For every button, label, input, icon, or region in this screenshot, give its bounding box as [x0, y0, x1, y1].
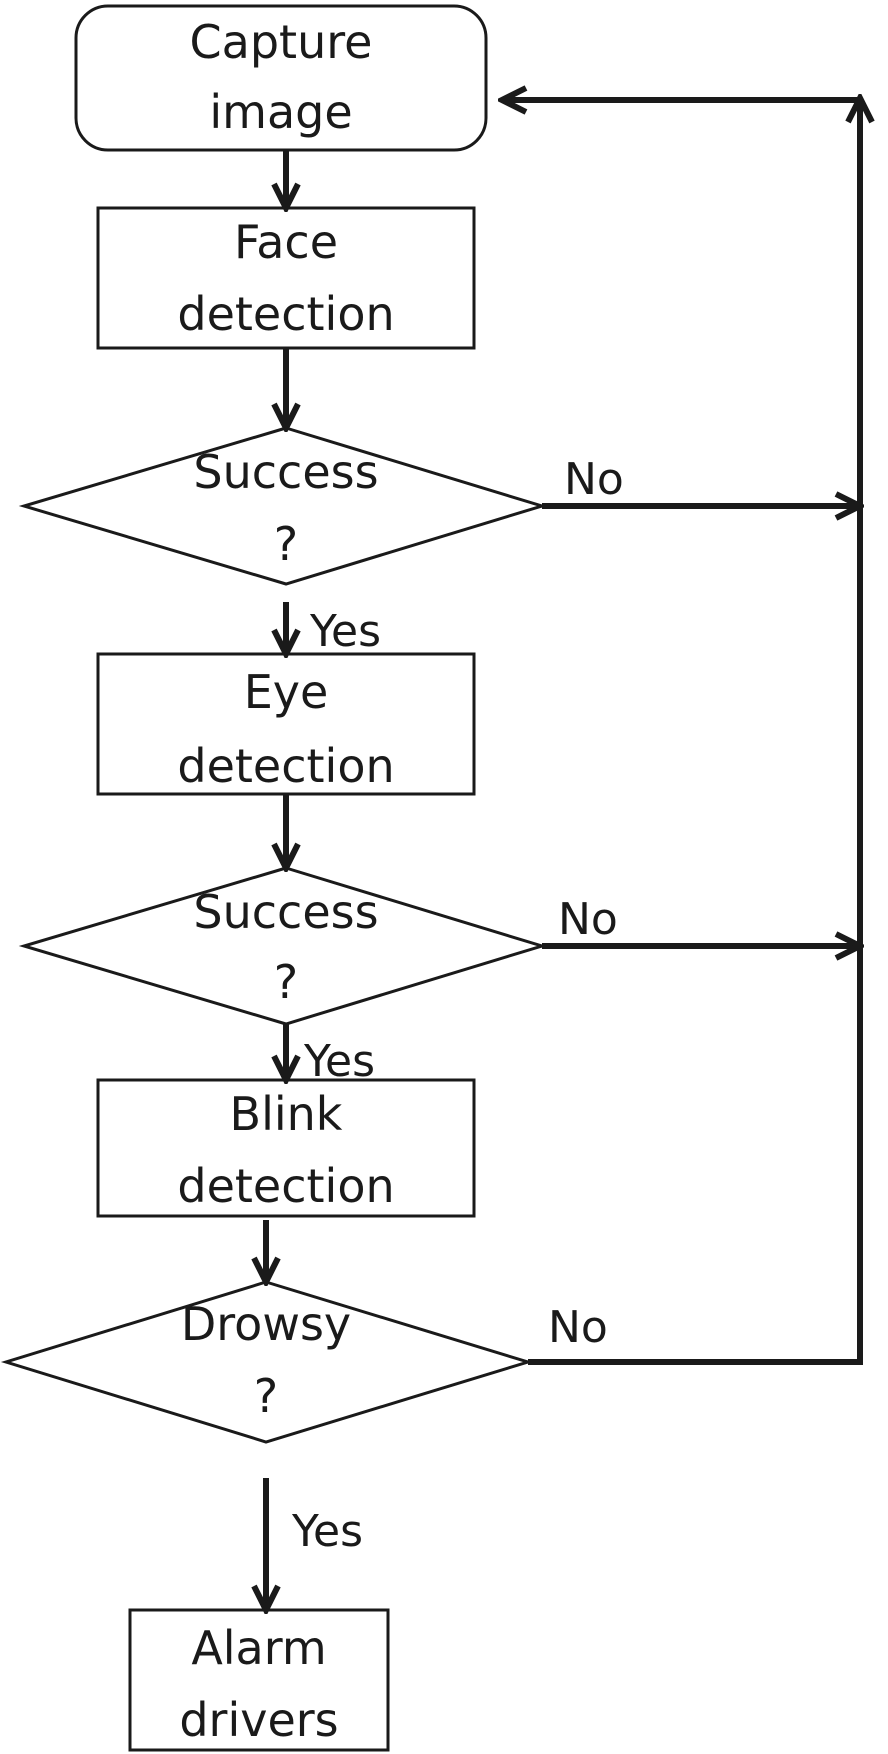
drowsy-label-line1: Drowsy [181, 1297, 351, 1351]
eye-success-yes-label: Yes [303, 1036, 375, 1087]
loop-back-line [528, 100, 860, 1365]
eye-detection-label-line1: Eye [244, 665, 329, 719]
alarm-drivers-label-line1: Alarm [191, 1621, 326, 1675]
eye-success-decision: Success ? [18, 866, 548, 1026]
face-success-label-line1: Success [193, 445, 378, 499]
eye-success-no-label: No [558, 894, 618, 945]
alarm-drivers-label-line2: drivers [179, 1693, 338, 1747]
face-detection-label-line2: detection [177, 287, 394, 341]
drowsy-no-label: No [548, 1302, 608, 1353]
face-detection-label-line1: Face [234, 215, 338, 269]
eye-detection-label-line2: detection [177, 739, 394, 793]
face-detection-node: Face detection [96, 206, 476, 350]
blink-detection-node: Blink detection [96, 1078, 476, 1218]
capture-image-label-line2: image [209, 85, 352, 139]
drowsy-decision: Drowsy ? [0, 1280, 534, 1444]
face-success-decision: Success ? [18, 426, 548, 586]
face-success-label-line2: ? [274, 517, 298, 571]
drowsy-label-line2: ? [254, 1369, 278, 1423]
face-success-yes-label: Yes [309, 606, 381, 657]
eye-detection-node: Eye detection [96, 652, 476, 796]
eye-success-label-line1: Success [193, 885, 378, 939]
face-success-no-label: No [564, 454, 624, 505]
capture-image-node: Capture image [74, 4, 488, 152]
blink-detection-label-line2: detection [177, 1159, 394, 1213]
capture-image-label-line1: Capture [190, 15, 373, 69]
blink-detection-label-line1: Blink [230, 1087, 343, 1141]
alarm-drivers-node: Alarm drivers [128, 1608, 390, 1752]
drowsy-yes-label: Yes [291, 1506, 363, 1557]
eye-success-label-line2: ? [274, 955, 298, 1009]
